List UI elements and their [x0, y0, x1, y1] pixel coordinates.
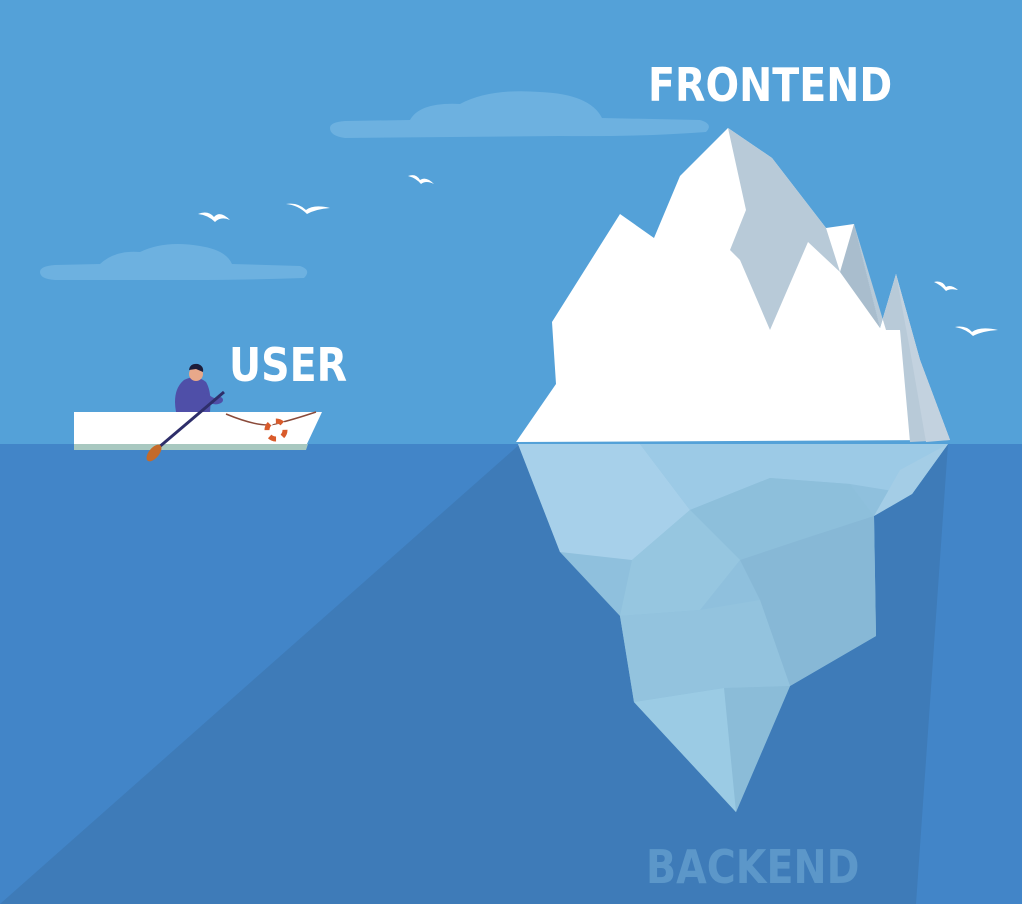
seagull-icon — [408, 175, 434, 184]
cloud-icon — [330, 91, 709, 138]
user-label: USER — [229, 338, 348, 392]
rowboat-icon — [74, 411, 322, 450]
backend-label: BACKEND — [646, 840, 860, 894]
seagull-icon — [934, 281, 958, 291]
seagull-icon — [286, 203, 330, 214]
iceberg-top — [516, 128, 950, 442]
frontend-label: FRONTEND — [648, 58, 893, 112]
cloud-icon — [40, 244, 308, 280]
lifebuoy-icon — [264, 418, 288, 442]
oar — [146, 390, 225, 462]
iceberg-underwater — [518, 444, 948, 812]
person-rowing — [175, 363, 223, 412]
seagull-icon — [198, 212, 230, 222]
seagull-icon — [955, 326, 998, 336]
